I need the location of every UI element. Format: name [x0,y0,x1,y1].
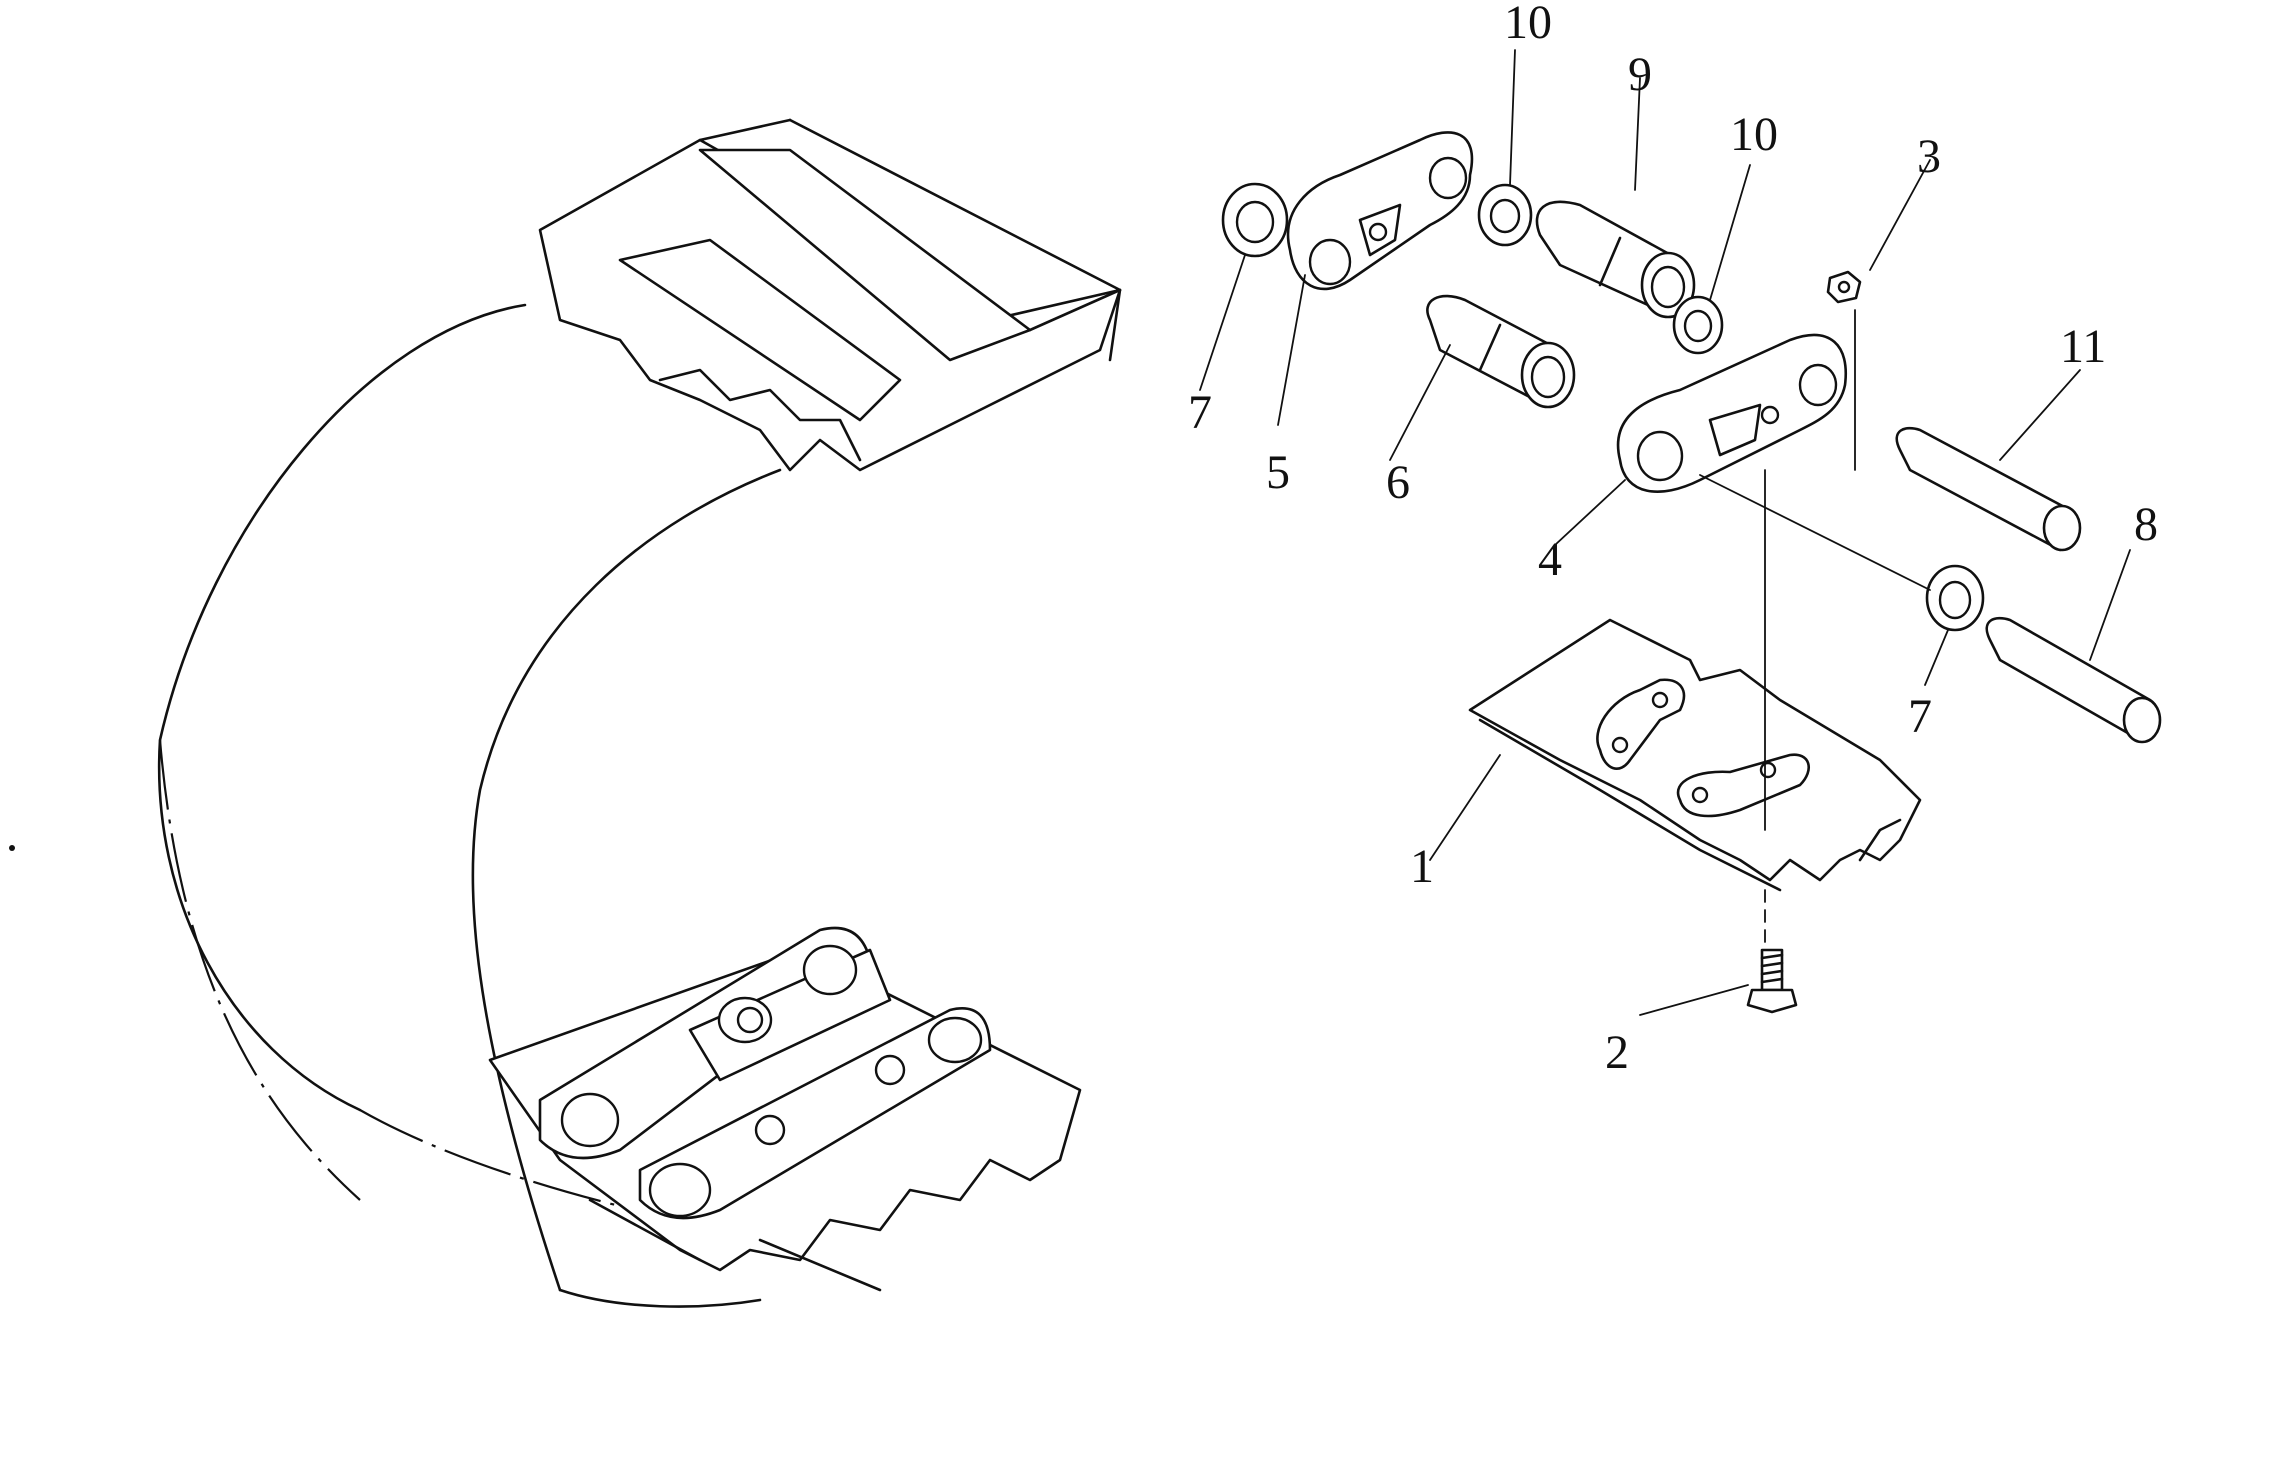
nut-3 [1826,270,1862,304]
seal-ring-10-upper [1477,183,1533,247]
callout-10-lower: 10 [1730,108,1778,161]
stray-dot [9,845,15,851]
callout-3: 3 [1917,130,1941,183]
callout-labels: 1 2 3 4 5 6 7 7 8 9 10 10 11 [1188,0,2158,1079]
seal-ring-7-lower [1925,564,1985,632]
callout-1: 1 [1410,840,1434,893]
link-4 [1616,333,1848,493]
track-chain-assembly [157,118,1122,1308]
callout-9: 9 [1628,48,1652,101]
bolt-2 [1746,948,1798,1014]
lower-track-links [488,926,1082,1292]
bushing-9 [1535,200,1696,319]
callout-4: 4 [1538,533,1562,586]
assembly-lines [1699,309,1931,946]
callout-7-upper: 7 [1188,386,1212,439]
callout-10-upper: 10 [1504,0,1552,49]
bushing-6 [1426,294,1576,409]
link-5 [1286,131,1474,291]
callout-11: 11 [2060,320,2106,373]
track-shoe-1 [1468,618,1922,892]
callout-8: 8 [2134,498,2158,551]
callout-2: 2 [1605,1026,1629,1079]
callout-6: 6 [1386,456,1410,509]
seal-ring-10-lower [1672,295,1724,355]
leader-lines [1199,49,2131,1016]
seal-ring-7-upper [1221,182,1289,258]
callout-7-lower: 7 [1908,690,1932,743]
pin-8 [1985,616,2162,744]
callout-5: 5 [1266,446,1290,499]
pin-11 [1895,426,2082,552]
upper-track-shoes [538,118,1122,472]
